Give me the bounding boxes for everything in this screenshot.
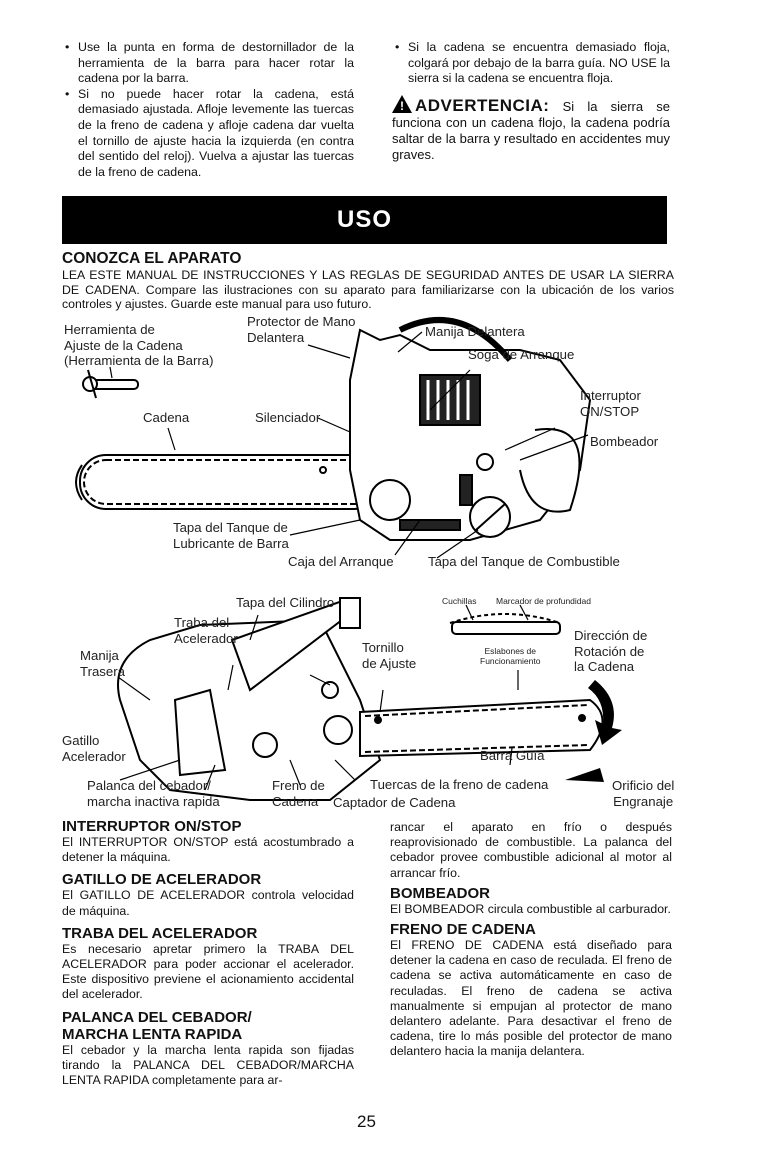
label-starter-rope: Soga de Arranque (468, 347, 575, 362)
label-chain-tool: Herramienta de Ajuste de la Cadena (Herr… (64, 322, 214, 369)
top-right-column: Si la cadena se encuentra demasiado floj… (392, 40, 670, 163)
section-throttle-lockout: TRABA DEL ACELERADOR Es necesario apreta… (62, 925, 354, 1003)
section-heading: TRABA DEL ACELERADOR (62, 924, 258, 942)
label-chain-catcher: Captador de Cadena (333, 795, 456, 810)
label-throttle-lockout: Traba del Acelerador (174, 615, 238, 646)
section-text: El FRENO DE CADENA está diseñado para de… (390, 938, 672, 1059)
page-number: 25 (357, 1112, 376, 1131)
rotation-arrow-icon (565, 680, 622, 782)
section-heading: FRENO DE CADENA (390, 921, 536, 939)
section-banner: USO (62, 196, 667, 244)
section-chain-brake: FRENO DE CADENA El FRENO DE CADENA está … (390, 921, 672, 1060)
top-left-column: Use la punta en forma de destornillador … (62, 40, 354, 180)
label-chain: Cadena (143, 410, 190, 425)
warning-title: ADVERTENCIA: (415, 95, 550, 115)
section-title: CONOZCA EL APARATO (62, 250, 242, 267)
label-starter-housing: Caja del Arranque (288, 554, 394, 569)
intro-paragraph: LEA ESTE MANUAL DE INSTRUCCIONES Y LAS R… (62, 268, 674, 312)
section-heading: PALANCA DEL CEBADOR/ MARCHA LENTA RAPIDA (62, 1008, 252, 1043)
label-depth-gauge: Marcador de profundidad (496, 596, 591, 606)
label-rear-handle: Manija Trasera (80, 648, 125, 679)
bottom-left-column: INTERRUPTOR ON/STOP El INTERRUPTOR ON/ST… (62, 818, 354, 1088)
section-primer: BOMBEADOR El BOMBEADOR circula combustib… (390, 885, 672, 917)
label-fuel-cap: Tapa del Tanque de Combustible (428, 554, 620, 569)
section-text: Es necesario apretar primero la TRABA DE… (62, 941, 354, 1002)
section-text: El INTERRUPTOR ON/STOP está acostumbrado… (62, 835, 354, 865)
section-heading: BOMBEADOR (390, 884, 490, 902)
section-text: El BOMBEADOR circula combustible al carb… (390, 901, 671, 916)
section-throttle-trigger: GATILLO DE ACELERADOR El GATILLO DE ACEL… (62, 871, 354, 918)
label-throttle-trigger: Gatillo Acelerador (62, 733, 126, 764)
label-muffler: Silenciador (255, 410, 321, 425)
label-on-stop-switch: Interruptor ON/STOP (580, 388, 641, 419)
label-adjusting-screw: Tornillo de Ajuste (362, 640, 417, 671)
label-cutters: Cuchillas (442, 596, 477, 606)
label-primer: Bombeador (590, 434, 659, 449)
section-choke: PALANCA DEL CEBADOR/ MARCHA LENTA RAPIDA… (62, 1009, 354, 1089)
label-cylinder-cover: Tapa del Cilindro (236, 595, 335, 610)
top-left-bullets: Use la punta en forma de destornillador … (62, 40, 354, 180)
saw-body-side (117, 597, 382, 801)
label-drive-links: Eslabones de Funcionamiento (480, 646, 541, 666)
label-brake-nuts: Tuercas de la freno de cadena (370, 777, 549, 792)
warning-icon: ! (392, 94, 412, 113)
section-heading: INTERRUPTOR ON/STOP (62, 818, 242, 835)
label-chain-rotation: Dirección de Rotación de la Cadena (574, 628, 648, 675)
section-on-stop: INTERRUPTOR ON/STOP El INTERRUPTOR ON/ST… (62, 818, 354, 865)
warning-block: !ADVERTENCIA: Si la sierra se funciona c… (392, 94, 670, 163)
section-text: El cebador y la marcha lenta rapida son … (62, 1042, 354, 1088)
label-chain-brake: Freno de Cadena (272, 778, 325, 809)
bullet-item: Si no puede hacer rotar la cadena, está … (62, 87, 354, 181)
section-text: El GATILLO DE ACELERADOR controla veloci… (62, 888, 354, 918)
chain-tool-icon (82, 369, 139, 399)
label-front-handle: Manija Delantera (425, 324, 525, 339)
label-oil-cap: Tapa del Tanque de Lubricante de Barra (173, 520, 289, 551)
label-front-hand-guard: Protector de Mano Delantera (247, 314, 356, 345)
warning-text: Si la sierra se funciona con un cadena f… (392, 98, 670, 162)
continued-text: rancar el aparato en frío o después reap… (390, 820, 672, 880)
chain-detail (449, 613, 561, 635)
section-heading: GATILLO DE ACELERADOR (62, 871, 262, 889)
label-choke-lever: Palanca del cebador/ marcha inactiva rap… (87, 778, 220, 809)
bullet-item: Use la punta en forma de destornillador … (62, 40, 354, 87)
label-sprocket-hole: Orificio del Engranaje (612, 778, 675, 809)
engine-body-top (319, 317, 592, 541)
bottom-right-column: rancar el aparato en frío o después reap… (390, 820, 672, 1060)
label-guide-bar: Barra Guía (480, 748, 545, 763)
bullet-item: Si la cadena se encuentra demasiado floj… (392, 40, 670, 87)
